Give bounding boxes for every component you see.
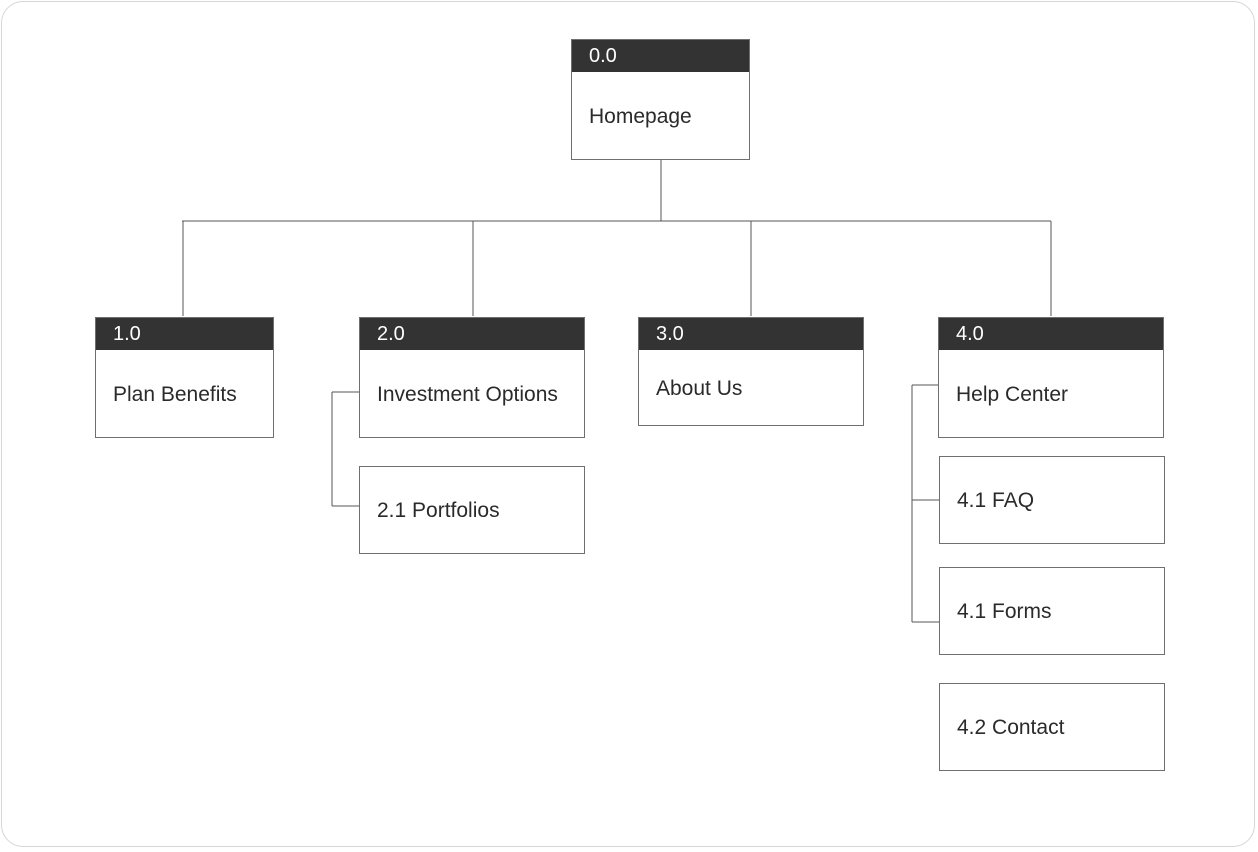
- node-investment-options: 2.0 Investment Options: [359, 317, 585, 438]
- node-faq: 4.1 FAQ: [939, 456, 1165, 544]
- node-forms: 4.1 Forms: [939, 567, 1165, 655]
- node-number: 3.0: [639, 318, 863, 350]
- node-title: Plan Benefits: [113, 383, 237, 406]
- node-portfolios: 2.1 Portfolios: [359, 466, 585, 554]
- node-title: Homepage: [589, 105, 692, 128]
- node-title: 2.1 Portfolios: [377, 499, 500, 522]
- node-number: 0.0: [572, 40, 749, 72]
- node-homepage: 0.0 Homepage: [571, 39, 750, 160]
- node-title: 4.1 Forms: [957, 600, 1052, 623]
- node-contact: 4.2 Contact: [939, 683, 1165, 771]
- node-number: 1.0: [96, 318, 273, 350]
- node-title: About Us: [656, 377, 743, 400]
- node-number: 2.0: [360, 318, 584, 350]
- node-about-us: 3.0 About Us: [638, 317, 864, 426]
- node-number: 4.0: [939, 318, 1163, 350]
- node-title: 4.2 Contact: [957, 716, 1065, 739]
- node-title: Investment Options: [377, 383, 558, 406]
- node-title: 4.1 FAQ: [957, 489, 1035, 512]
- node-title: Help Center: [956, 383, 1069, 406]
- node-plan-benefits: 1.0 Plan Benefits: [95, 317, 274, 438]
- node-help-center: 4.0 Help Center: [938, 317, 1164, 438]
